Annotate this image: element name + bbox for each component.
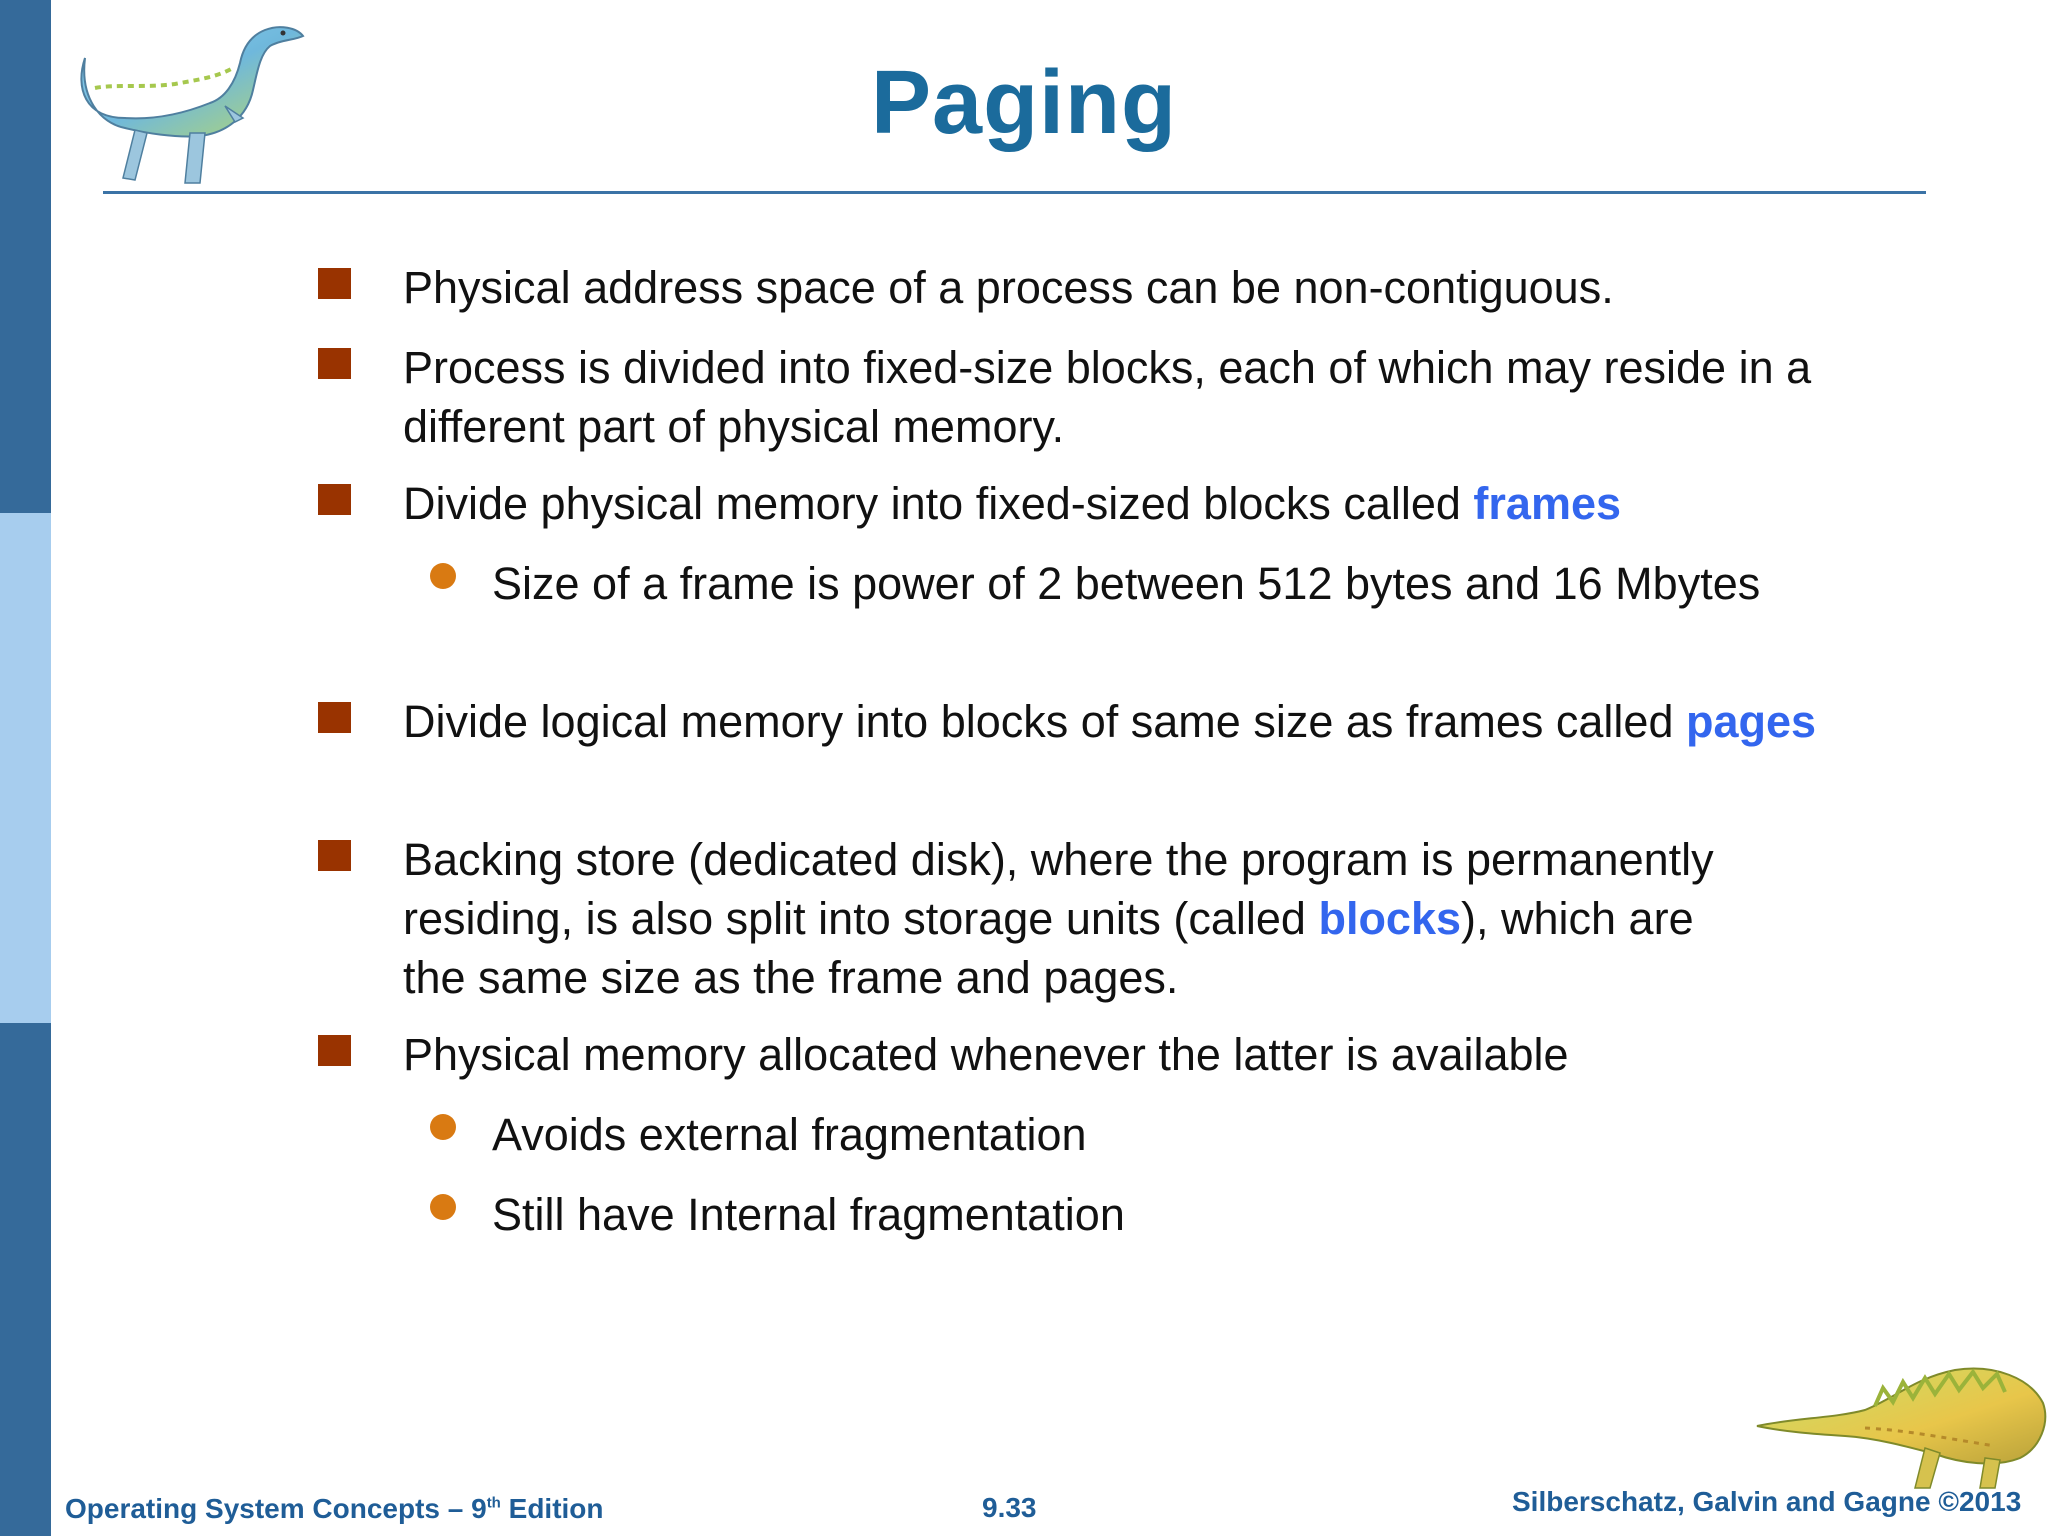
sidebar-segment-top: [0, 0, 51, 513]
term-frames: frames: [1473, 478, 1622, 529]
round-bullet-icon: [430, 563, 456, 589]
square-bullet-icon: [318, 840, 351, 871]
footer-edition-sup: th: [486, 1494, 501, 1512]
dinosaur-standing-icon: [80, 26, 305, 184]
bullet-text: Physical address space of a process can …: [403, 262, 1614, 313]
bullet-text: Divide physical memory into fixed-sized …: [403, 478, 1474, 529]
footer-slide-number: 9.33: [982, 1492, 1037, 1523]
footer-authors: Silberschatz, Galvin and Gagne ©2013: [1512, 1486, 2022, 1517]
slide-title: Paging: [870, 53, 1177, 153]
sidebar-segment-middle: [0, 513, 51, 1023]
term-blocks: blocks: [1318, 893, 1462, 944]
footer-edition-text: Edition: [500, 1493, 604, 1524]
bullet-item: Process is divided into fixed-size block…: [403, 338, 1823, 456]
dinosaur-crawling-icon: [1756, 1367, 2047, 1489]
bullet-text: ), which are the same size as the frame …: [403, 893, 1694, 1003]
sub-bullet-item: Still have Internal fragmentation: [492, 1185, 1792, 1244]
sidebar-segment-bottom: [0, 1023, 51, 1536]
square-bullet-icon: [318, 268, 351, 299]
square-bullet-icon: [318, 702, 351, 733]
bullet-item: Backing store (dedicated disk), where th…: [403, 830, 1733, 1007]
left-sidebar: [0, 0, 51, 1536]
footer-course-title: Operating System Concepts – 9th Edition: [65, 1493, 604, 1525]
bullet-item: Divide logical memory into blocks of sam…: [403, 692, 1823, 751]
bullet-item: Divide physical memory into fixed-sized …: [403, 474, 1823, 533]
bullet-text: Physical memory allocated whenever the l…: [403, 1029, 1569, 1080]
bullet-text: Still have Internal fragmentation: [492, 1189, 1125, 1240]
term-pages: pages: [1685, 696, 1817, 747]
bullet-text: Size of a frame is power of 2 between 51…: [492, 558, 1761, 609]
square-bullet-icon: [318, 1035, 351, 1066]
footer-course-text: Operating System Concepts – 9: [65, 1493, 487, 1524]
round-bullet-icon: [430, 1114, 456, 1140]
bullet-item: Physical address space of a process can …: [403, 258, 1823, 317]
square-bullet-icon: [318, 348, 351, 379]
slide-body: Physical address space of a process can …: [318, 258, 1823, 1244]
sub-bullet-item: Avoids external fragmentation: [492, 1105, 1792, 1164]
bullet-text: Process is divided into fixed-size block…: [403, 342, 1812, 452]
bullet-item: Physical memory allocated whenever the l…: [403, 1025, 1823, 1084]
title-underline: [103, 191, 1926, 194]
bullet-text: Divide logical memory into blocks of sam…: [403, 696, 1686, 747]
square-bullet-icon: [318, 484, 351, 515]
bullet-text: Backing store (dedicated disk), where th…: [403, 834, 1714, 944]
round-bullet-icon: [430, 1194, 456, 1220]
bullet-text: Avoids external fragmentation: [492, 1109, 1087, 1160]
sub-bullet-item: Size of a frame is power of 2 between 51…: [492, 554, 1782, 613]
